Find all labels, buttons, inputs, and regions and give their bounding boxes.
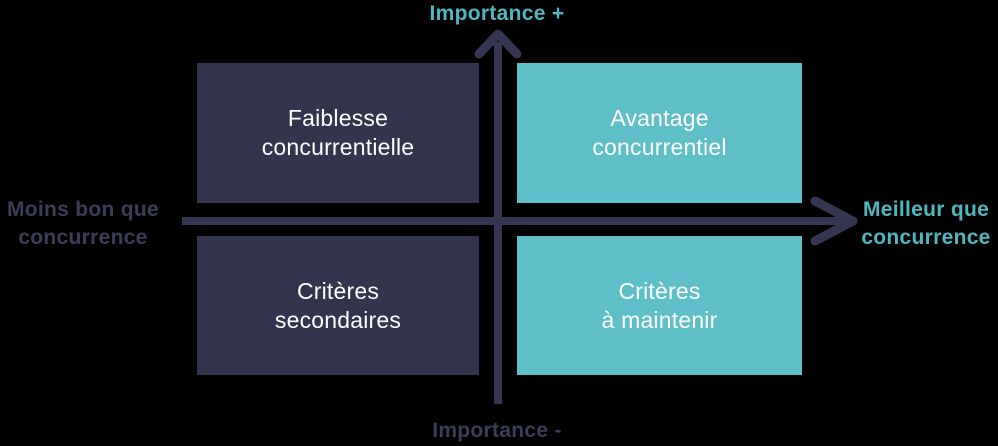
right-arrowhead-icon bbox=[810, 196, 858, 246]
quadrant-label-line: secondaires bbox=[274, 306, 402, 333]
quadrant-top-right: Avantage concurrentiel bbox=[517, 63, 802, 203]
quadrant-label-line: concurrentielle bbox=[261, 134, 415, 160]
quadrant-label-line: concurrentiel bbox=[592, 134, 727, 160]
quadrant-label-line: à maintenir bbox=[601, 306, 718, 333]
axis-label-importance-minus: Importance - bbox=[432, 419, 562, 442]
quadrant-bottom-right: Critères à maintenir bbox=[517, 236, 802, 375]
axis-label-better-than-competition: Meilleur que concurrence bbox=[854, 196, 998, 252]
quadrant-label-line: Critères bbox=[296, 277, 380, 304]
axis-label-importance-plus: Importance + bbox=[429, 2, 565, 25]
horizontal-axis bbox=[182, 196, 858, 246]
quadrant-label-line: Avantage bbox=[610, 105, 709, 131]
up-arrowhead-icon bbox=[474, 29, 522, 59]
axis-label-line: Moins bon que bbox=[6, 198, 160, 221]
axis-label-worse-than-competition: Moins bon que concurrence bbox=[0, 196, 166, 252]
vertical-axis bbox=[474, 29, 522, 404]
quadrant-label-line: Faiblesse bbox=[287, 105, 389, 131]
axis-label-line: concurrence bbox=[861, 226, 991, 249]
quadrant-bottom-left: Critères secondaires bbox=[197, 236, 479, 375]
axis-label-line: concurrence bbox=[18, 226, 148, 249]
quadrant-top-left: Faiblesse concurrentielle bbox=[197, 63, 479, 203]
quadrant-label-line: Critères bbox=[618, 277, 701, 304]
axis-label-line: Meilleur que bbox=[862, 198, 990, 221]
